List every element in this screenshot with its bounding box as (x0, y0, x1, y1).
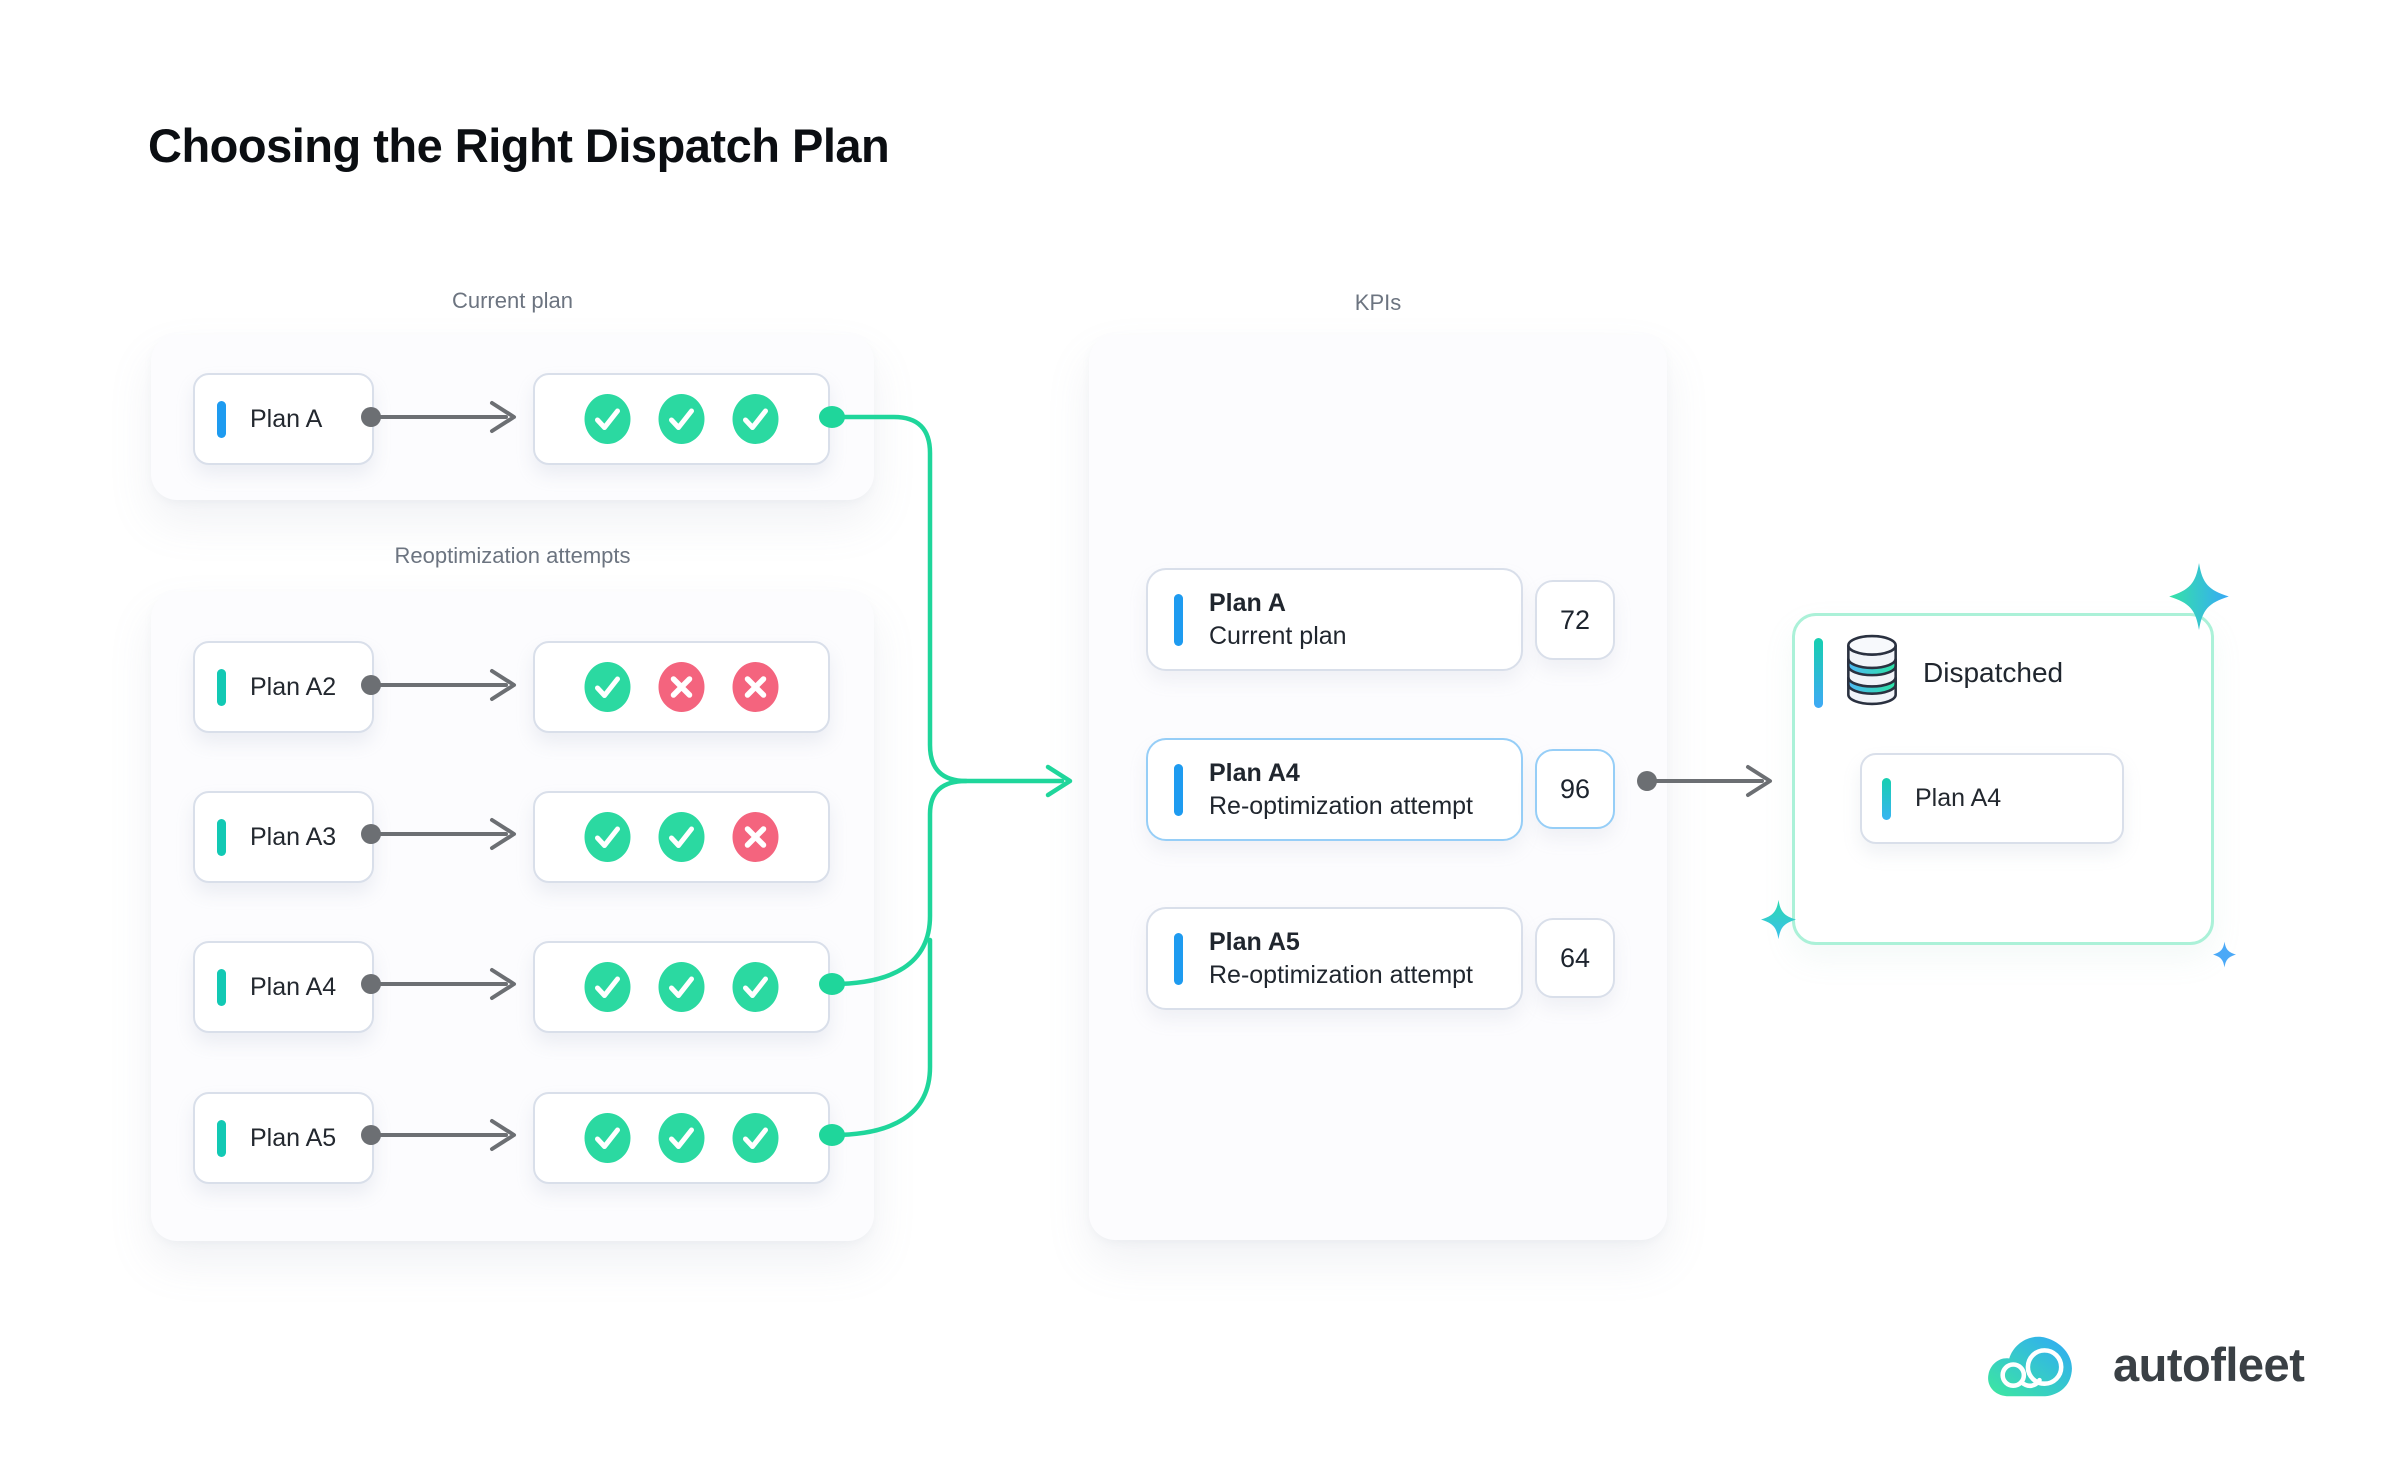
plan-label: Plan A (250, 404, 323, 433)
kpi-text: Plan A5 Re-optimization attempt (1209, 926, 1473, 992)
results-box-plan-a4 (533, 941, 830, 1033)
arrow-icon (1045, 764, 1073, 798)
check-icon (658, 812, 705, 862)
plan-label: Plan A2 (250, 672, 337, 701)
section-label-reoptimization-attempts: Reoptimization attempts (394, 543, 631, 568)
check-icon (658, 1113, 705, 1163)
kpi-plan-name: Plan A4 (1209, 758, 1300, 787)
dispatched-plan-box: Plan A4 (1860, 753, 2124, 844)
check-icon (584, 394, 631, 444)
check-icon (658, 394, 705, 444)
plan-accent-bar (217, 668, 226, 706)
kpi-text: Plan A Current plan (1209, 587, 1347, 653)
check-icon (584, 1113, 631, 1163)
plan-label: Plan A3 (250, 822, 337, 851)
results-box-plan-a2 (533, 641, 830, 733)
check-icon (732, 962, 779, 1012)
check-icon (584, 962, 631, 1012)
kpi-plan-subtitle: Current plan (1209, 621, 1347, 650)
kpi-item-plan-a4: Plan A4 Re-optimization attempt (1146, 738, 1523, 841)
autofleet-logo (1988, 1336, 2072, 1397)
kpi-plan-subtitle: Re-optimization attempt (1209, 960, 1474, 989)
check-icon (584, 812, 631, 862)
plan-accent-bar (217, 818, 226, 856)
x-icon (732, 812, 779, 862)
kpi-score-badge: 72 (1535, 580, 1615, 660)
results-box-plan-a (533, 373, 830, 465)
plan-accent-bar (217, 1119, 226, 1157)
kpi-plan-subtitle: Re-optimization attempt (1209, 791, 1474, 820)
current-plan-card: Plan A (151, 335, 874, 500)
plan-box-plan-a3: Plan A3 (193, 791, 374, 883)
plan-box-plan-a2: Plan A2 (193, 641, 374, 733)
plan-accent-bar (1882, 777, 1891, 820)
kpi-plan-name: Plan A (1209, 588, 1286, 617)
check-icon (732, 394, 779, 444)
check-icon (658, 962, 705, 1012)
x-icon (732, 662, 779, 712)
plan-box-plan-a4: Plan A4 (193, 941, 374, 1033)
x-icon (658, 662, 705, 712)
kpi-plan-name: Plan A5 (1209, 927, 1300, 956)
sparkle-icon (1761, 899, 1796, 940)
page-title: Choosing the Right Dispatch Plan (148, 119, 890, 172)
kpi-text: Plan A4 Re-optimization attempt (1209, 757, 1473, 823)
plan-label: Plan A4 (250, 972, 337, 1001)
sparkle-icon (2169, 563, 2229, 630)
kpi-item-plan-a: Plan A Current plan (1146, 568, 1523, 671)
brand-name: autofleet (2113, 1337, 2305, 1391)
kpi-score-badge: 64 (1535, 918, 1615, 998)
dispatched-plan-label: Plan A4 (1915, 784, 2002, 812)
plan-accent-bar (217, 968, 226, 1006)
kpi-accent-bar (1174, 763, 1183, 816)
plan-accent-bar (217, 400, 226, 438)
reoptimization-attempts-card: Plan A2 Plan A3 Plan A4 Plan A5 (151, 592, 874, 1241)
dispatched-accent-bar (1814, 638, 1823, 708)
check-icon (732, 1113, 779, 1163)
kpi-accent-bar (1174, 593, 1183, 646)
sparkle-icon (2213, 941, 2236, 968)
section-label-current-plan: Current plan (451, 288, 574, 313)
dispatched-label: Dispatched (1923, 657, 2064, 688)
plan-box-plan-a: Plan A (193, 373, 374, 465)
plan-box-plan-a5: Plan A5 (193, 1092, 374, 1184)
dispatched-box: Dispatched Plan A4 (1792, 613, 2214, 945)
kpis-card: Plan A Current plan 72 Plan A4 Re-optimi… (1089, 335, 1667, 1240)
plan-label: Plan A5 (250, 1123, 337, 1152)
results-box-plan-a5 (533, 1092, 830, 1184)
kpi-accent-bar (1174, 932, 1183, 985)
brand-footer: autofleet (1985, 1328, 2305, 1400)
kpi-score-badge: 96 (1535, 749, 1615, 829)
kpi-item-plan-a5: Plan A5 Re-optimization attempt (1146, 907, 1523, 1010)
check-icon (584, 662, 631, 712)
results-box-plan-a3 (533, 791, 830, 883)
database-icon (1847, 634, 1897, 706)
section-label-kpis: KPIs (1354, 290, 1402, 315)
